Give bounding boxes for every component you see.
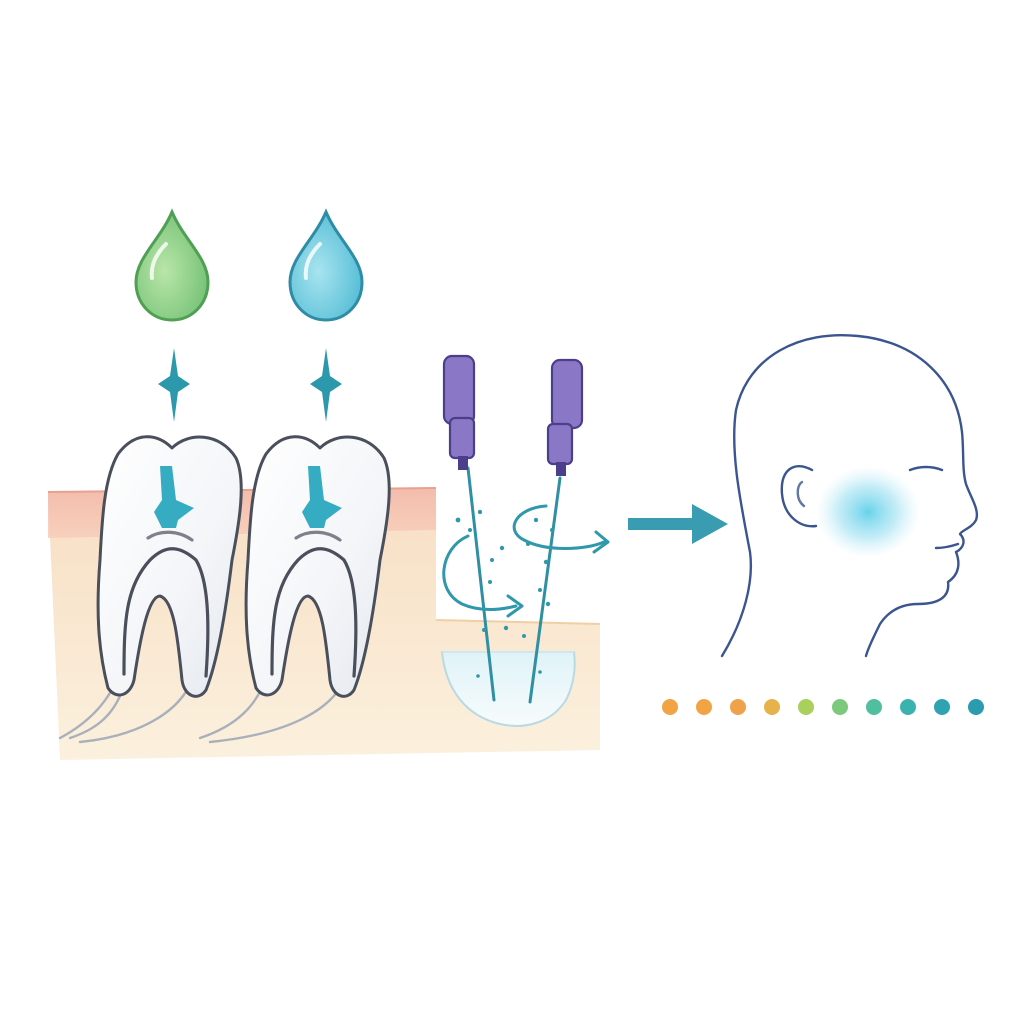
endodontic-file-left — [442, 354, 496, 702]
sparkle-icon-left — [158, 348, 190, 422]
scale-dot — [662, 699, 678, 715]
rotation-arrow-left — [442, 534, 524, 618]
endodontic-file-right — [528, 358, 584, 704]
left-molar — [96, 435, 243, 698]
scale-dot — [866, 699, 882, 715]
scale-dot — [696, 699, 712, 715]
green-irrigant-drop — [134, 208, 210, 322]
rotation-arrow-right — [512, 504, 610, 554]
canal-fluid-well — [440, 651, 576, 727]
left-pulp — [154, 466, 194, 528]
scale-dot — [730, 699, 746, 715]
pain-relief-glow — [816, 466, 920, 558]
right-molar — [244, 435, 391, 698]
scale-dot — [798, 699, 814, 715]
scale-dot — [832, 699, 848, 715]
scale-dot — [900, 699, 916, 715]
relief-scale-dots — [662, 699, 984, 715]
sparkle-icon-right — [310, 348, 342, 422]
scale-dot — [764, 699, 780, 715]
patient-head-profile — [720, 334, 979, 658]
scale-dot — [934, 699, 950, 715]
arrow-right-icon — [628, 504, 728, 544]
blue-irrigant-drop — [288, 208, 364, 322]
right-pulp — [302, 466, 342, 528]
debris-particles — [455, 509, 554, 678]
scale-dot — [968, 699, 984, 715]
